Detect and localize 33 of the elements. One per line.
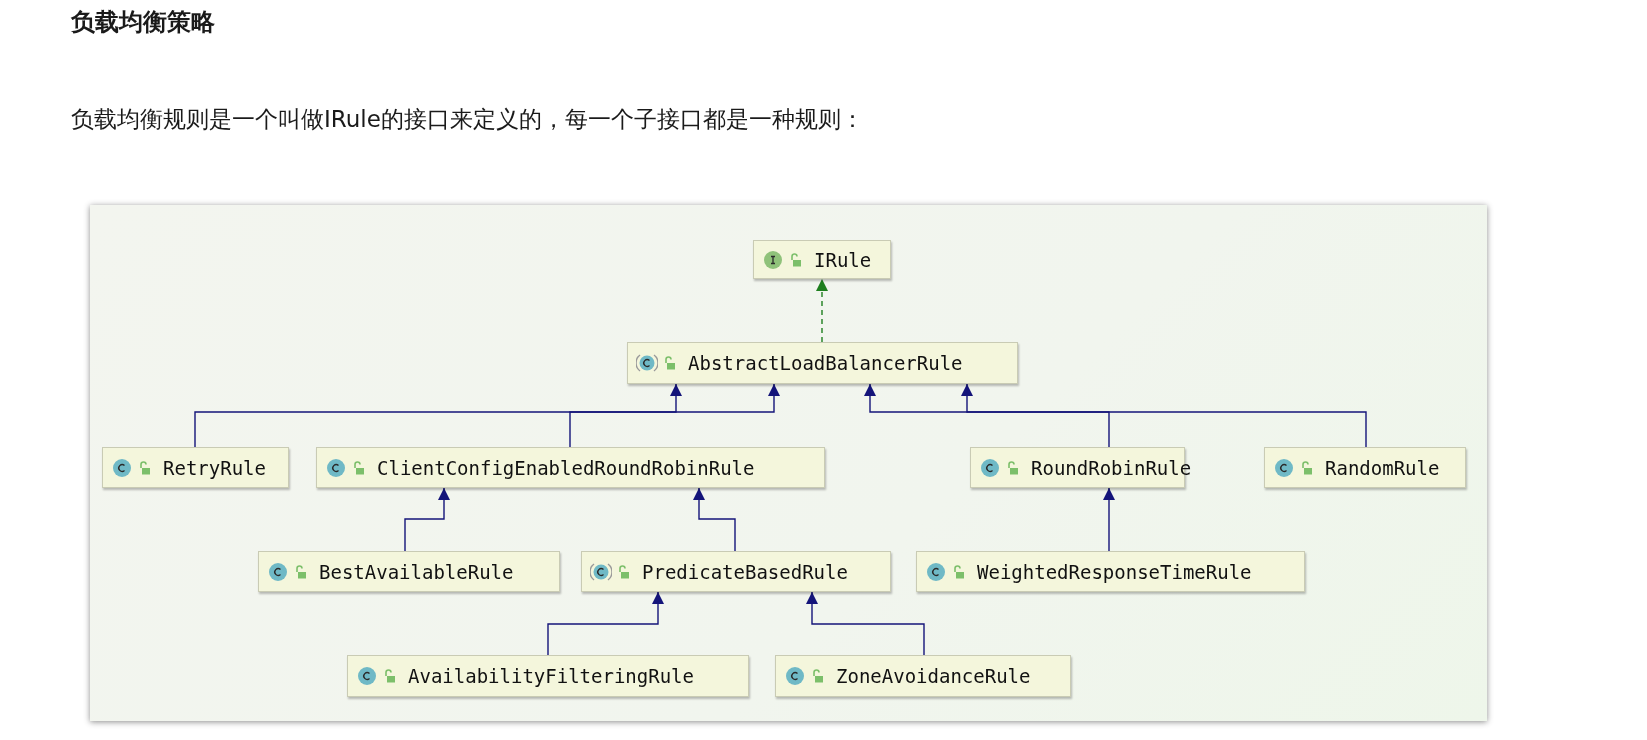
inheritance-arrow [194,383,682,448]
intro-sentence: 负载均衡规则是一个叫做IRule的接口来定义的，每一个子接口都是一种规则： [71,105,864,134]
inheritance-arrow [816,278,828,343]
class-box [627,342,1018,384]
inheritance-arrow [547,591,664,656]
class-box [316,447,825,488]
class-box [1264,447,1466,488]
inheritance-arrow [961,383,1367,448]
inheritance-arrow [806,591,925,656]
inheritance-arrow [569,383,780,448]
class-name: IRule [814,248,872,271]
class-box [581,551,891,592]
inheritance-arrow [1103,487,1115,552]
class-name: WeightedResponseTimeRule [977,560,1252,583]
title: 负载均衡策略 [71,7,215,38]
class-name: BestAvailableRule [319,560,514,583]
class-box [916,551,1305,592]
inheritance-arrow [693,487,736,552]
class-box [347,655,749,697]
inheritance-arrow [864,383,1110,448]
class-name: RandomRule [1325,456,1440,479]
class-name: RoundRobinRule [1031,456,1192,479]
class-box [258,551,560,592]
class-name: AbstractLoadBalancerRule [688,352,963,374]
class-name: PredicateBasedRule [642,560,848,583]
class-box [775,655,1071,697]
class-name: RetryRule [163,456,266,479]
class-box [753,240,891,279]
class-box [102,447,289,488]
class-name: ZoneAvoidanceRule [836,665,1031,687]
inheritance-arrow [404,487,450,552]
class-name: AvailabilityFilteringRule [408,665,694,687]
class-name: ClientConfigEnabledRoundRobinRule [377,456,755,479]
